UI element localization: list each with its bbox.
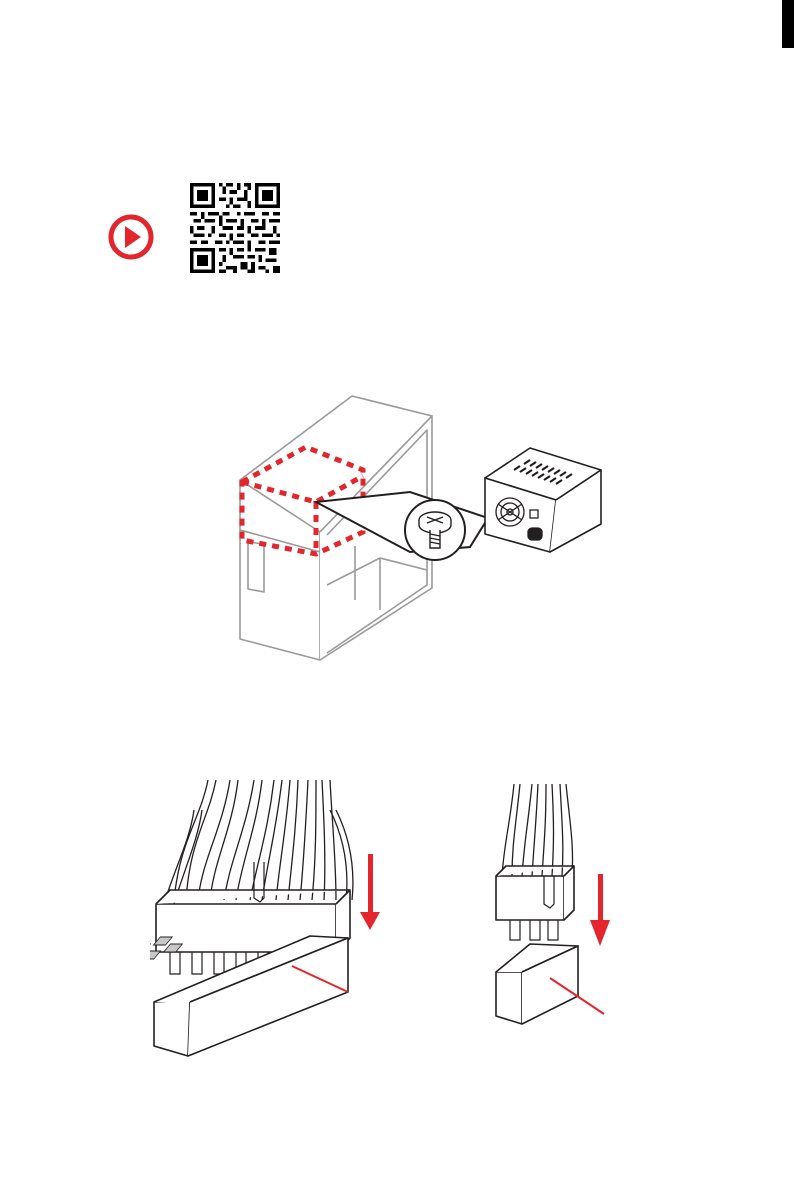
thumb-index-tab <box>782 0 794 48</box>
qr-code[interactable] <box>190 183 280 273</box>
play-video-icon[interactable] <box>107 213 155 261</box>
cpu-8pin-connector-figure <box>490 784 620 1030</box>
psu-installation-figure <box>230 392 610 668</box>
atx-24pin-connector-figure <box>150 780 390 1060</box>
